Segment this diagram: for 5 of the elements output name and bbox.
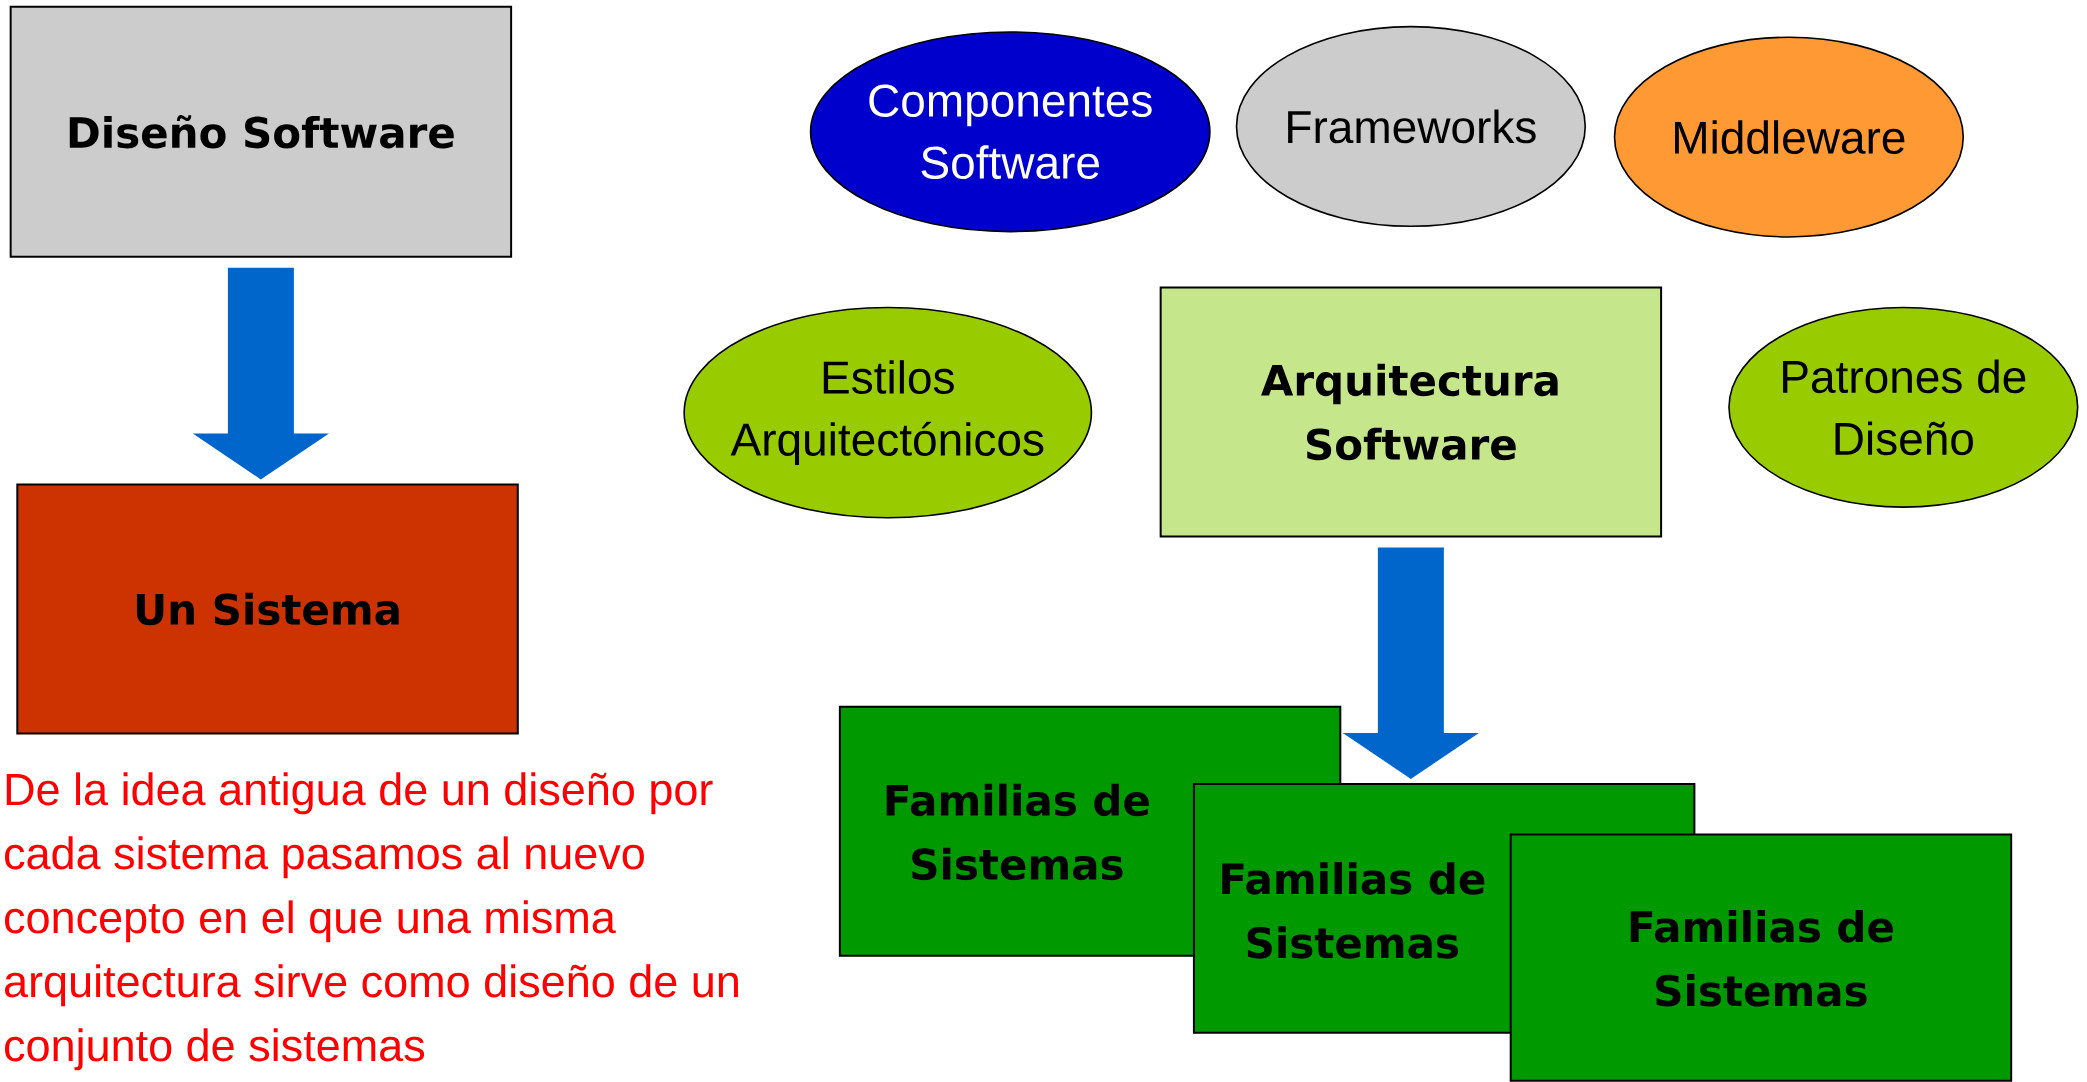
note-text: De la idea antigua de un diseño por cada sistema pasamos al nuevo concepto en el que una misma arquitectura sirve como diseño de un conjunto de sistemas [5, 772, 738, 1071]
process-box: Un Sistema [16, 483, 519, 735]
process-box: Familias de Sistemas [1509, 833, 2013, 1082]
process-box: Diseño Software [9, 5, 513, 258]
process-box: Arquitectura Software [1159, 286, 1663, 538]
